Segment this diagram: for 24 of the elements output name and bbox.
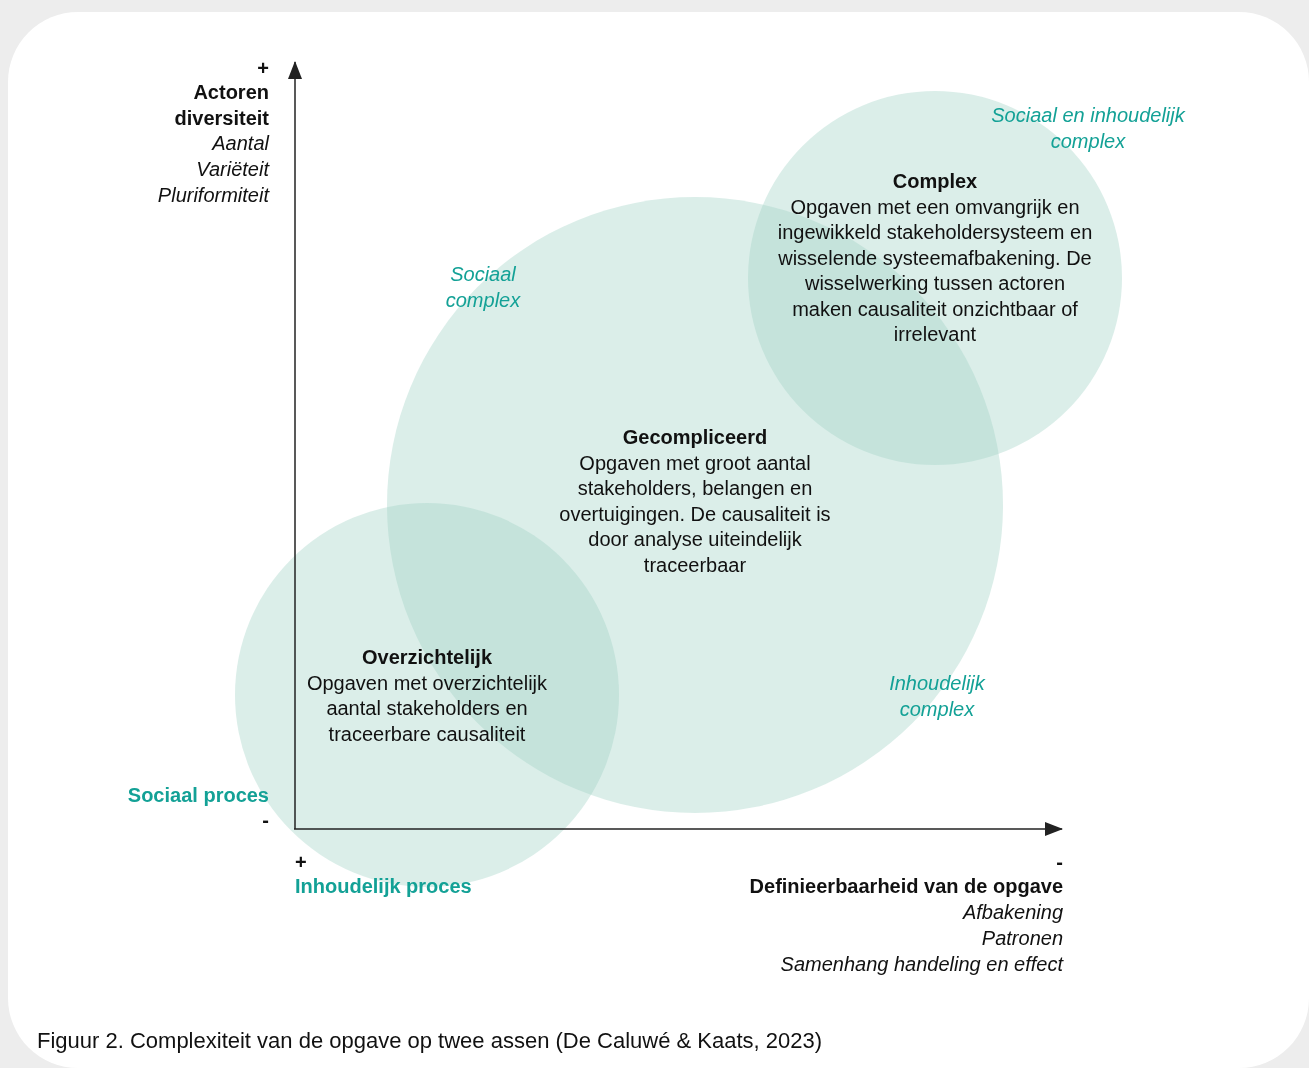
description: Opgaven met een omvangrijk en ingewikkeld stakeholdersysteem en wisselende systeemafbakening. De wisselwerking tussen actoren maken causaliteit onzichtbaar of irrelevant xyxy=(776,194,1094,347)
heading: Gecompliceerd xyxy=(621,425,769,450)
zone-label: Inhoudelijk complex xyxy=(888,671,987,722)
axis-end-label: Inhoudelijk proces xyxy=(295,874,472,899)
heading: Overzichtelijk xyxy=(360,645,494,670)
axis-item: Afbakening xyxy=(962,900,1063,925)
axis-end-label: Sociaal proces xyxy=(127,783,269,808)
axis-title: Definieerbaarheid van de opgave xyxy=(749,874,1063,899)
axis-item: Variëteit xyxy=(196,157,269,182)
caption: Figuur 2. Complexiteit van de opgave op twee assen (De Caluwé & Kaats, 2023) xyxy=(37,1028,823,1054)
axis-item: Samenhang handeling en effect xyxy=(780,952,1063,977)
axis-item: Patronen xyxy=(981,926,1063,951)
axis-item: Pluriformiteit xyxy=(157,183,269,208)
description: Opgaven met overzichtelijk aantal stakeholders en traceerbare causaliteit xyxy=(305,670,549,747)
zone-label: Sociaal en inhoudelijk complex xyxy=(990,103,1187,154)
minus-sign: - xyxy=(1056,850,1063,875)
plus-sign: + xyxy=(257,56,269,81)
description: Opgaven met groot aantal stakeholders, belangen en overtuigingen. De causaliteit is door analyse uiteindelijk traceerbaar xyxy=(558,450,832,578)
axis-item: Aantal xyxy=(212,131,269,156)
heading: Complex xyxy=(891,169,979,194)
zone-label: Sociaal complex xyxy=(444,262,522,313)
plus-sign: + xyxy=(295,850,307,875)
axis-title: Actoren diversiteit xyxy=(173,80,269,131)
minus-sign: - xyxy=(262,808,269,833)
